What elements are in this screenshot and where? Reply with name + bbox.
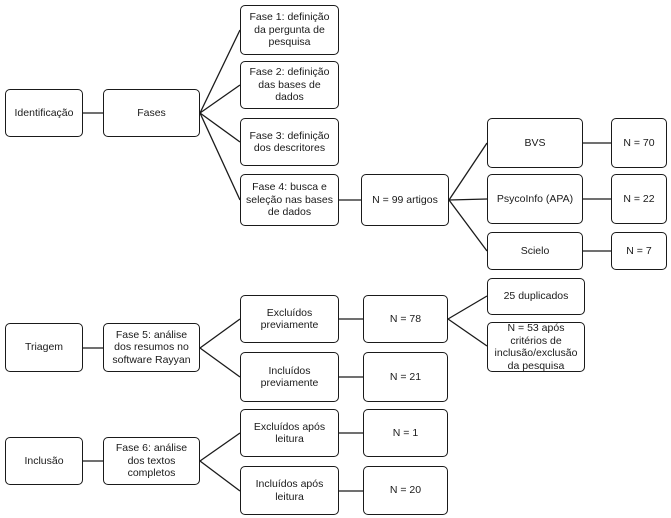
count-scielo: N = 7 xyxy=(611,232,667,270)
count-n-20: N = 20 xyxy=(363,466,448,515)
count-n-78: N = 78 xyxy=(363,295,448,343)
count-bvs: N = 70 xyxy=(611,118,667,168)
count-psycoinfo: N = 22 xyxy=(611,174,667,224)
stage-identificacao: Identificação xyxy=(5,89,83,137)
phase-2: Fase 2: definição das bases de dados xyxy=(240,61,339,109)
excluidos-previamente: Excluídos previamente xyxy=(240,295,339,343)
fases-box: Fases xyxy=(103,89,200,137)
database-bvs: BVS xyxy=(487,118,583,168)
incluidos-previamente: Incluídos previamente xyxy=(240,352,339,402)
phase-4: Fase 4: busca e seleção nas bases de dad… xyxy=(240,174,339,226)
result-n-artigos: N = 99 artigos xyxy=(361,174,449,226)
database-scielo: Scielo xyxy=(487,232,583,270)
duplicados-box: 25 duplicados xyxy=(487,278,585,315)
phase-3: Fase 3: definição dos descritores xyxy=(240,118,339,166)
excluidos-apos-leitura: Excluídos após leitura xyxy=(240,409,339,457)
database-psycoinfo: PsycoInfo (APA) xyxy=(487,174,583,224)
stage-inclusao: Inclusão xyxy=(5,437,83,485)
count-n-21: N = 21 xyxy=(363,352,448,402)
incluidos-apos-leitura: Incluídos após leitura xyxy=(240,466,339,515)
stage-triagem: Triagem xyxy=(5,323,83,372)
phase-6: Fase 6: análise dos textos completos xyxy=(103,437,200,485)
count-n-1: N = 1 xyxy=(363,409,448,457)
phase-1: Fase 1: definição da pergunta de pesquis… xyxy=(240,5,339,55)
phase-5: Fase 5: análise dos resumos no software … xyxy=(103,323,200,372)
count-n-53: N = 53 após critérios de inclusão/exclus… xyxy=(487,322,585,372)
